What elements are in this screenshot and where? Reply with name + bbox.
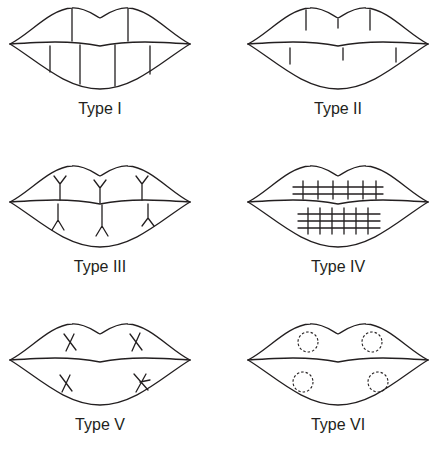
type-label: Type I: [76, 99, 124, 118]
lip-outline: [248, 166, 428, 247]
lip-type-2: [248, 8, 428, 89]
lip-type-6: [248, 324, 428, 405]
x-grooves: [60, 333, 150, 392]
groove-lines: [290, 10, 396, 64]
type-label: Type II: [312, 99, 364, 118]
lip-outline: [10, 166, 190, 247]
indistinct-area: [362, 332, 382, 352]
lip-outline: [10, 324, 190, 405]
branched-grooves: [52, 204, 154, 236]
type-label: Type III: [72, 257, 128, 276]
indistinct-area: [368, 372, 388, 392]
lip-outline: [248, 8, 428, 89]
type-label: Type VI: [309, 415, 367, 434]
lip-outline: [10, 8, 190, 89]
indistinct-area: [293, 372, 313, 392]
lip-type-3: [10, 166, 190, 247]
reticular-grooves: [293, 181, 383, 199]
lip-type-5: [10, 324, 190, 405]
type-label: Type V: [73, 415, 127, 434]
reticular-grooves: [298, 208, 380, 234]
lip-type-1: [10, 8, 190, 89]
branched-grooves: [54, 176, 148, 203]
indistinct-area: [298, 332, 318, 352]
lip-outline: [248, 324, 428, 405]
lip-type-4: [248, 166, 428, 247]
type-label: Type IV: [309, 257, 367, 276]
groove-lines: [50, 9, 150, 86]
